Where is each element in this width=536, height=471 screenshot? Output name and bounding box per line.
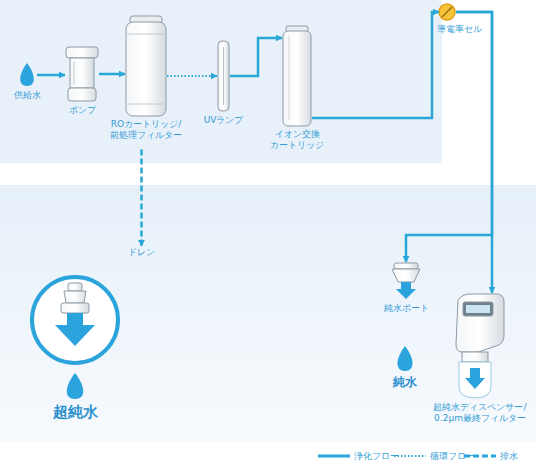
ro-cartridge-icon (126, 16, 166, 116)
flow-connector (230, 38, 282, 76)
flow-connector (167, 75, 217, 77)
component-node: ROカートリッジ/ 前処理フィルター (125, 16, 167, 116)
component-label: ポンプ (69, 105, 96, 116)
water-drop (20, 63, 34, 86)
component-label: イオン交換 カートリッジ (270, 129, 324, 152)
component-label: 超純水ディスペンサー/ 0.2μm最終フィルター (433, 402, 526, 425)
pump-icon (66, 47, 98, 101)
flow-connector (456, 12, 492, 293)
component-node: 純水 (395, 345, 415, 372)
component-node: イオン交換 カートリッジ (282, 26, 312, 126)
uv-lamp-icon (218, 41, 229, 111)
component-node: 超純水 (30, 275, 120, 400)
component-node: 供給水 (17, 63, 37, 87)
bottom-panel (0, 185, 536, 441)
component-label: 導電率セル (437, 24, 482, 35)
component-node: ドレン (128, 247, 155, 258)
flow-connector (140, 150, 143, 247)
top-panel (0, 0, 442, 163)
component-node: 純水ポート (390, 262, 422, 300)
component-label: ドレン (128, 247, 155, 258)
component-label: 純水ポート (384, 303, 429, 314)
flow-connector (406, 12, 492, 262)
flow-connector (99, 73, 125, 76)
flow-connector (312, 12, 439, 118)
component-label: ROカートリッジ/ 前処理フィルター (110, 119, 182, 142)
pure-water-port-icon (392, 263, 420, 299)
legend-text: 浄化フロー (354, 450, 399, 463)
flow-connector (37, 74, 65, 77)
conductivity-cell-icon (439, 4, 455, 20)
component-node: UVランプ (217, 40, 230, 112)
component-label: UVランプ (204, 115, 244, 126)
ion-exchange-icon (283, 26, 311, 126)
component-label: 超純水 (53, 403, 98, 422)
component-node: 超純水ディスペンサー/ 0.2μm最終フィルター (455, 293, 505, 399)
component-node: 導電率セル (439, 3, 456, 21)
legend-text: 排水 (500, 450, 518, 463)
dispenser-icon (456, 294, 504, 398)
component-label: 供給水 (14, 90, 41, 101)
legend-text: 循環フロー (430, 450, 475, 463)
component-node: ポンプ (65, 46, 99, 102)
component-label: 純水 (393, 375, 417, 390)
water-drop (398, 346, 413, 371)
ultrapure-icon (32, 277, 118, 399)
